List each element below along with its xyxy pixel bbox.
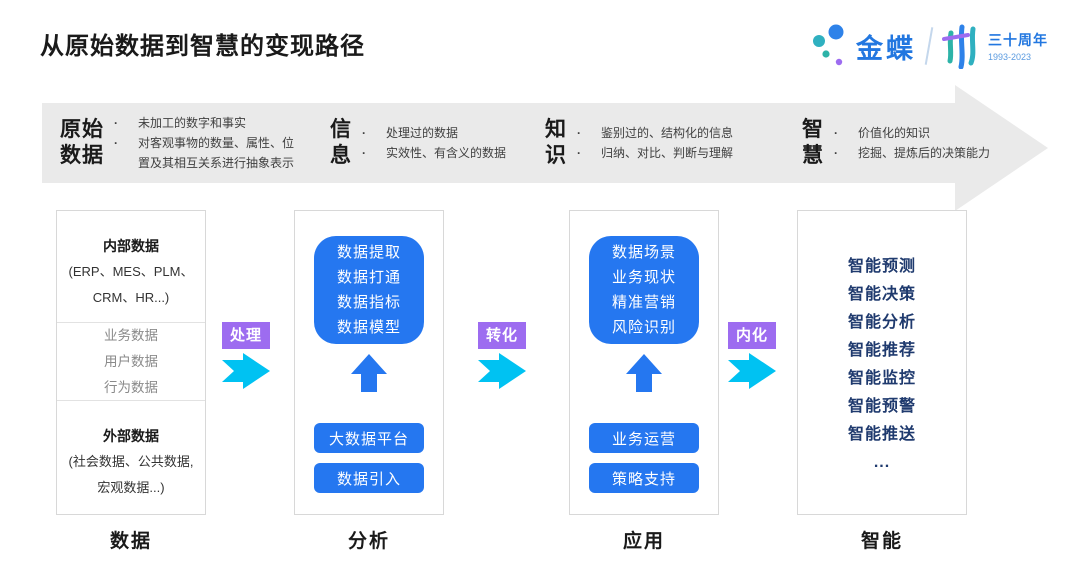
- bullet-dot-icon: ·: [362, 126, 366, 140]
- footer-intelligence: 智能: [860, 531, 903, 552]
- bullet-dot-icon: ·: [834, 146, 838, 160]
- connector-transform: 转化: [478, 322, 526, 389]
- bullet-dot-icon: ·: [114, 136, 118, 150]
- column-data: 内部数据 (ERP、MES、PLM、CRM、HR...) 业务数据 用户数据 行…: [56, 210, 206, 515]
- anniversary-years: 1993-2023: [988, 52, 1032, 62]
- strategy-support-button: 策略支持: [589, 463, 699, 493]
- external-data-heading: 外部数据: [103, 428, 159, 444]
- process-badge: 处理: [222, 322, 270, 349]
- bullet-item: ·归纳、对比、判断与理解: [577, 143, 761, 163]
- stage-information: 信 息 ·处理过的数据 ·实效性、有含义的数据: [330, 103, 536, 183]
- stage-term: 信 息: [330, 118, 352, 167]
- cyan-arrow-icon: [728, 353, 776, 389]
- anniversary-mark-icon: [942, 24, 976, 69]
- intelligence-list: 智能预测 智能决策 智能分析 智能推荐 智能监控 智能预警 智能推送 ...: [798, 211, 966, 477]
- stage-term: 知 识: [545, 118, 567, 167]
- bullet-dot-icon: ·: [362, 146, 366, 160]
- data-type-item: 用户数据: [104, 353, 158, 369]
- banner-content: 原始 数据 ·未加工的数字和事实 ·对客观事物的数量、属性、位置及其相互关系进行…: [42, 103, 990, 183]
- footer-analysis: 分析: [347, 531, 390, 552]
- logo-divider: [924, 27, 934, 65]
- up-arrow-icon: [351, 354, 387, 392]
- stage-raw-data: 原始 数据 ·未加工的数字和事实 ·对客观事物的数量、属性、位置及其相互关系进行…: [60, 103, 300, 183]
- footer-application: 应用: [622, 531, 665, 552]
- intelligence-item: 智能监控: [847, 370, 916, 387]
- bullet-item: ·对客观事物的数量、属性、位置及其相互关系进行抽象表示: [114, 133, 300, 173]
- bullet-item: ·实效性、有含义的数据: [362, 143, 536, 163]
- intelligence-item: 智能推送: [847, 426, 916, 443]
- cyan-arrow-icon: [222, 353, 270, 389]
- stage-term: 原始 数据: [60, 118, 104, 167]
- stage-bullets: ·价值化的知识 ·挖掘、提炼后的决策能力: [834, 123, 1018, 163]
- intelligence-item: 智能分析: [847, 314, 916, 331]
- stage-wisdom: 智 慧 ·价值化的知识 ·挖掘、提炼后的决策能力: [802, 103, 1018, 183]
- footer-data: 数据: [109, 531, 152, 552]
- bullet-item: ·鉴别过的、结构化的信息: [577, 123, 761, 143]
- big-data-platform-button: 大数据平台: [314, 423, 424, 453]
- bullet-dot-icon: ·: [577, 146, 581, 160]
- bullet-dot-icon: ·: [834, 126, 838, 140]
- intelligence-item: 智能预警: [847, 398, 916, 415]
- intelligence-item: 智能决策: [847, 286, 916, 303]
- application-card: 数据场景 业务现状 精准营销 风险识别: [589, 236, 699, 344]
- column-application: 数据场景 业务现状 精准营销 风险识别 业务运营 策略支持: [569, 210, 719, 515]
- page-title: 从原始数据到智慧的变现路径: [40, 33, 365, 60]
- internal-data-section: 内部数据 (ERP、MES、PLM、CRM、HR...): [57, 211, 205, 323]
- stage-bullets: ·处理过的数据 ·实效性、有含义的数据: [362, 123, 536, 163]
- internalize-badge: 内化: [728, 322, 776, 349]
- up-arrow-icon: [626, 354, 662, 392]
- brand-name: 金蝶: [856, 33, 916, 64]
- anniversary-text: 三十周年 1993-2023: [988, 30, 1048, 62]
- kingdee-logo: 金蝶 三十周年 1993-2023: [812, 18, 1048, 74]
- bullet-item: ·未加工的数字和事实: [114, 113, 300, 133]
- external-data-sub: (社会数据、公共数据,宏观数据...): [68, 454, 194, 495]
- data-import-button: 数据引入: [314, 463, 424, 493]
- data-type-item: 业务数据: [104, 327, 158, 343]
- banner-arrow-shape: [42, 85, 1048, 211]
- transform-badge: 转化: [478, 322, 526, 349]
- stage-bullets: ·鉴别过的、结构化的信息 ·归纳、对比、判断与理解: [577, 123, 761, 163]
- bullet-item: ·价值化的知识: [834, 123, 1018, 143]
- business-operation-button: 业务运营: [589, 423, 699, 453]
- middle-data-section: 业务数据 用户数据 行为数据: [57, 323, 205, 401]
- internal-data-sub: (ERP、MES、PLM、CRM、HR...): [68, 264, 194, 305]
- intelligence-item: 智能推荐: [847, 342, 916, 359]
- external-data-section: 外部数据 (社会数据、公共数据,宏观数据...): [57, 401, 205, 514]
- data-type-item: 行为数据: [104, 379, 158, 395]
- bullet-item: ·处理过的数据: [362, 123, 536, 143]
- stage-knowledge: 知 识 ·鉴别过的、结构化的信息 ·归纳、对比、判断与理解: [545, 103, 761, 183]
- intelligence-item: 智能预测: [847, 258, 916, 275]
- analysis-card: 数据提取 数据打通 数据指标 数据模型: [314, 236, 424, 344]
- stage-term: 智 慧: [802, 118, 824, 167]
- column-analysis: 数据提取 数据打通 数据指标 数据模型 大数据平台 数据引入: [294, 210, 444, 515]
- bullet-dot-icon: ·: [114, 116, 118, 130]
- connector-process: 处理: [222, 322, 270, 389]
- internal-data-heading: 内部数据: [103, 238, 159, 254]
- bullet-item: ·挖掘、提炼后的决策能力: [834, 143, 1018, 163]
- stage-bullets: ·未加工的数字和事实 ·对客观事物的数量、属性、位置及其相互关系进行抽象表示: [114, 113, 300, 173]
- bullet-dot-icon: ·: [577, 126, 581, 140]
- cyan-arrow-icon: [478, 353, 526, 389]
- column-intelligence: 智能预测 智能决策 智能分析 智能推荐 智能监控 智能预警 智能推送 ...: [797, 210, 967, 515]
- connector-internalize: 内化: [728, 322, 776, 389]
- intelligence-ellipsis: ...: [873, 454, 891, 471]
- kingdee-dots-icon: [813, 24, 844, 66]
- anniversary-label: 三十周年: [988, 32, 1048, 48]
